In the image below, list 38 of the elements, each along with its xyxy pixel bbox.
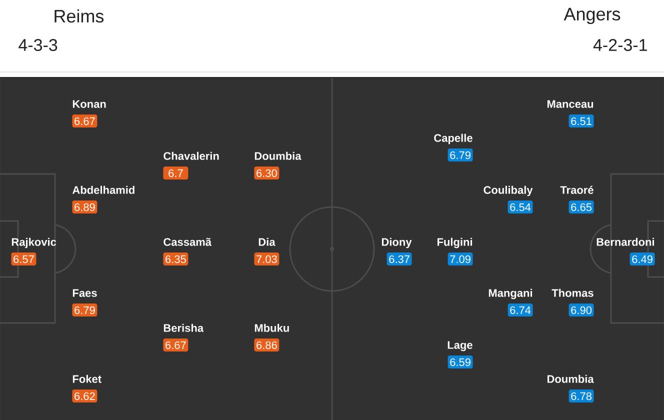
player-name: Fulgini <box>438 238 472 248</box>
rating-badge: 6.79 <box>72 304 98 316</box>
player-name: Chavalerin <box>164 152 219 160</box>
player-name: Cassamã <box>164 238 212 246</box>
rating-badge: 6.7 <box>163 166 188 180</box>
player-name: Diony <box>382 238 412 248</box>
player-name: Coulibaly <box>484 186 533 196</box>
team-heading: Angers <box>564 8 620 24</box>
player-name: Doumbia <box>254 152 302 160</box>
rating-badge: 6.67 <box>72 114 98 128</box>
player-name: Mbuku <box>254 324 289 332</box>
player-name: Foket <box>72 374 102 383</box>
player-name: Manceau <box>547 100 594 108</box>
rating-badge: 6.86 <box>254 338 280 352</box>
team-heading: Reims <box>54 9 104 23</box>
player-name: Thomas <box>552 288 594 297</box>
rating-badge: 6.35 <box>163 252 188 266</box>
player-name: Mangani <box>488 288 532 300</box>
team-heading: 4-2-3-1 <box>593 38 647 52</box>
player-name: Konan <box>72 100 106 108</box>
rating-badge: 6.57 <box>11 252 36 266</box>
player-name: Bernardoni <box>596 238 654 246</box>
rating-badge: 6.89 <box>72 200 98 214</box>
player-name: Dia <box>258 238 276 246</box>
rating-badge: 6.62 <box>72 390 98 402</box>
player-name: Faes <box>72 289 97 297</box>
rating-badge: 6.51 <box>568 114 594 128</box>
rating-badge: 6.30 <box>254 166 280 180</box>
rating-badge: 7.03 <box>254 252 280 266</box>
player-name: Rajkovic <box>12 238 56 248</box>
player-name: Lage <box>448 341 472 352</box>
rating-badge: 6.67 <box>163 338 188 352</box>
player-name: Doumbia <box>547 374 594 383</box>
player-name: Abdelhamid <box>72 186 134 194</box>
player-name: Traoré <box>560 186 594 194</box>
player-name: Berisha <box>164 324 204 332</box>
player-name: Capelle <box>434 134 472 144</box>
team-heading: 4-3-3 <box>18 38 58 52</box>
